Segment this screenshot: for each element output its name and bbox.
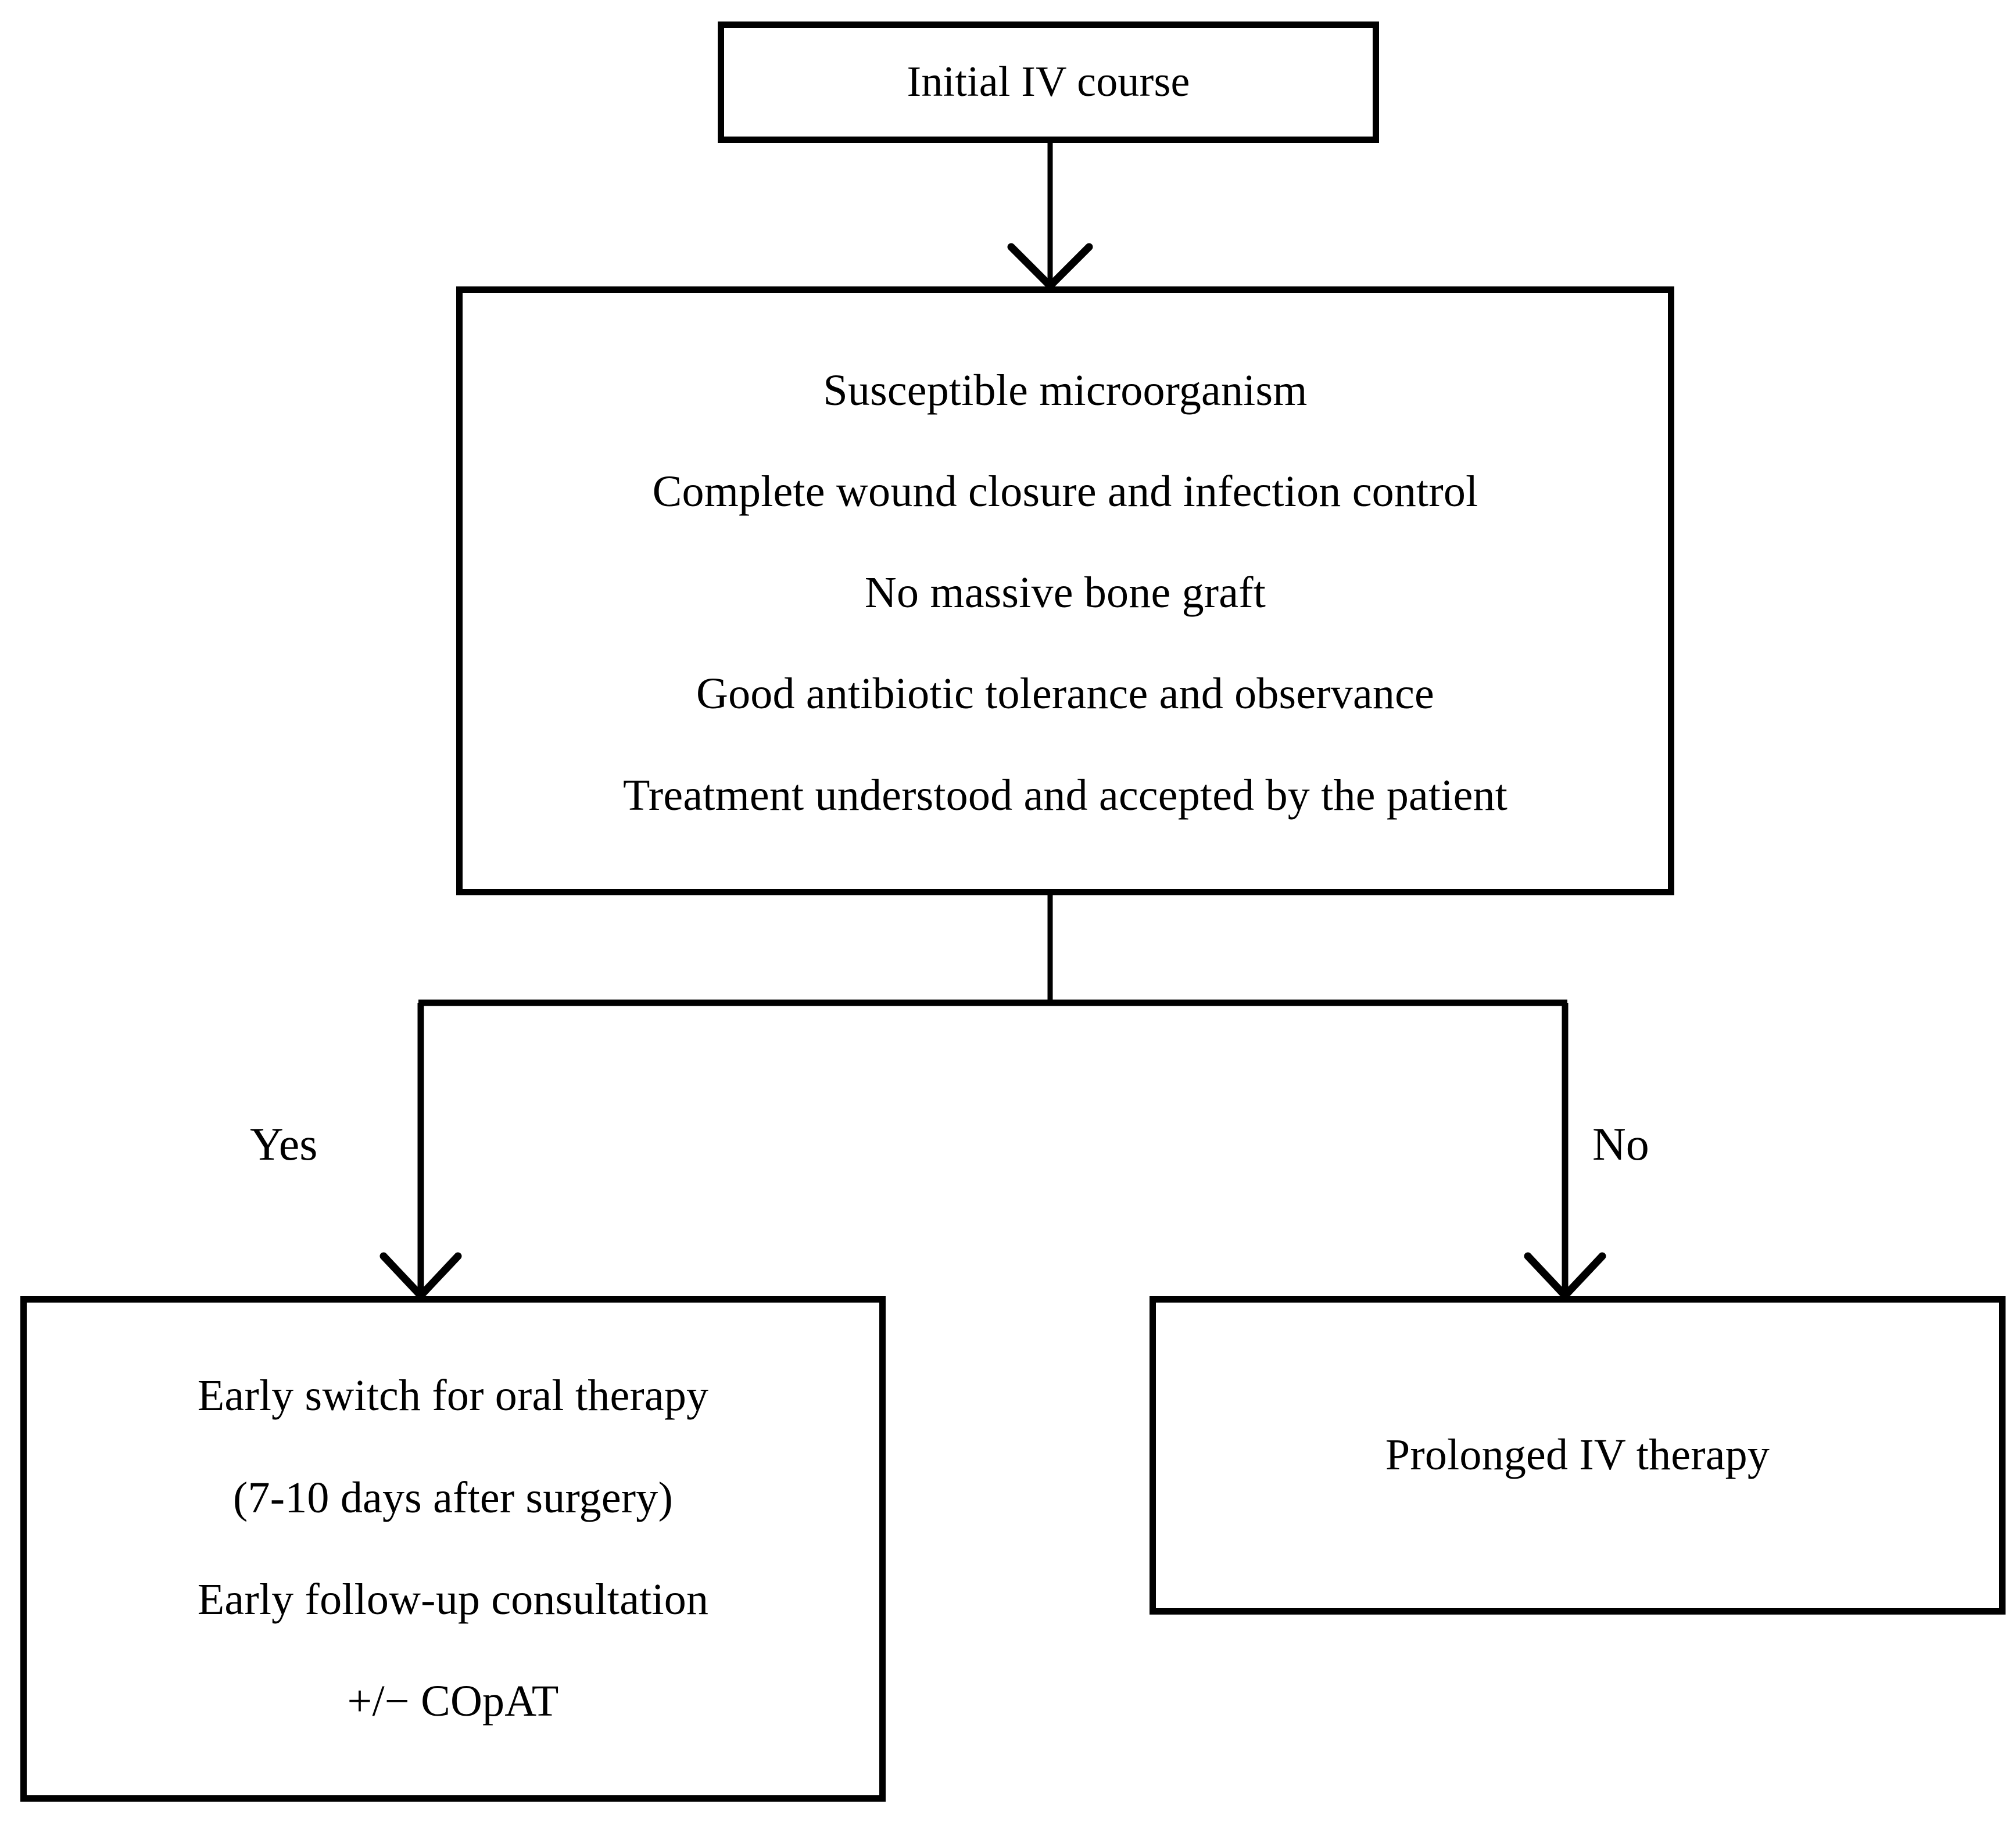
- criteria-line-treatment-accepted: Treatment understood and accepted by the…: [622, 770, 1508, 820]
- node-prolonged-iv-therapy-line-1: Prolonged IV therapy: [1385, 1430, 1770, 1480]
- branch-label-yes: Yes: [250, 1119, 318, 1170]
- oral-switch-line-copat: +/− COpAT: [347, 1676, 559, 1726]
- criteria-line-wound-closure: Complete wound closure and infection con…: [652, 467, 1478, 516]
- connector-yes-branch: [379, 1003, 462, 1300]
- criteria-line-antibiotic-tolerance: Good antibiotic tolerance and observance: [696, 669, 1434, 719]
- oral-switch-line-days-after-surgery: (7-10 days after surgery): [233, 1473, 673, 1522]
- oral-switch-line-early-switch: Early switch for oral therapy: [197, 1371, 709, 1421]
- node-early-oral-switch: Early switch for oral therapy (7-10 days…: [20, 1296, 886, 1802]
- criteria-line-susceptible-microorganism: Susceptible microorganism: [823, 365, 1308, 415]
- criteria-line-no-bone-graft: No massive bone graft: [864, 568, 1266, 618]
- oral-switch-line-follow-up-consultation: Early follow-up consultation: [197, 1574, 709, 1624]
- node-switch-criteria: Susceptible microorganism Complete wound…: [456, 286, 1674, 895]
- branch-label-no: No: [1592, 1119, 1649, 1170]
- connector-no-branch: [1524, 1003, 1606, 1300]
- node-prolonged-iv-therapy: Prolonged IV therapy: [1150, 1296, 2006, 1615]
- node-initial-iv-course-line-1: Initial IV course: [907, 58, 1190, 106]
- node-initial-iv-course: Initial IV course: [718, 21, 1379, 143]
- connector-initial-to-criteria: [1007, 143, 1093, 290]
